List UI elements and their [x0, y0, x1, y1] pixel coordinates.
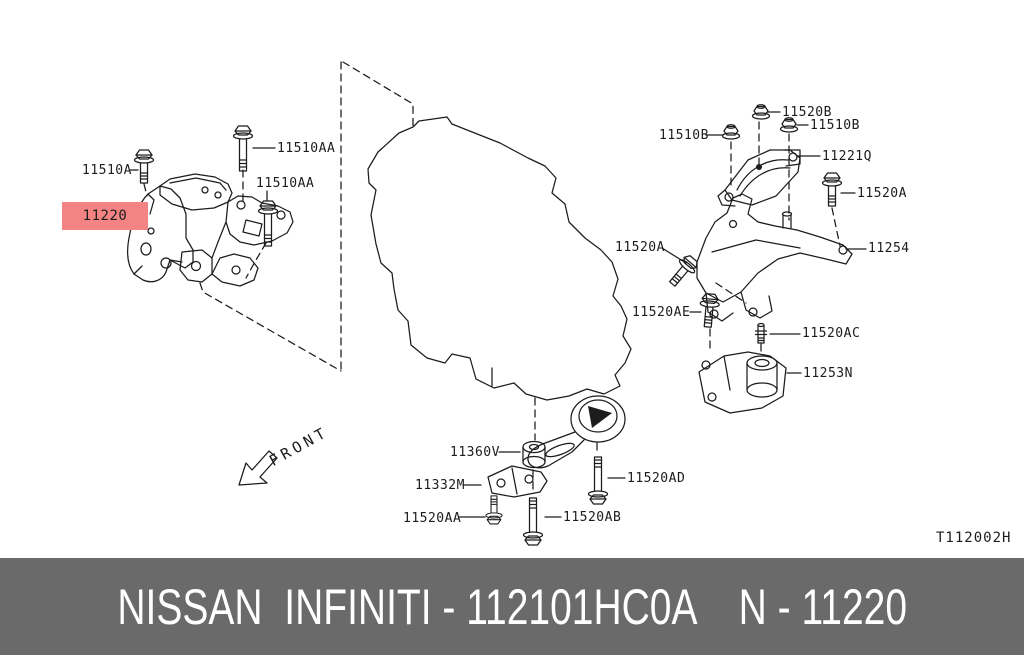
- bolt-11520a-right-art: [821, 172, 843, 207]
- bolt-11520aa-art: [485, 495, 503, 525]
- stud-11520ac-art: [754, 322, 768, 344]
- construction-dashed-lines: [143, 61, 841, 493]
- part-callout-11520ac[interactable]: 11520AC: [802, 326, 861, 341]
- part-callout-11520ae[interactable]: 11520AE: [632, 305, 691, 320]
- part-callout-11520aa[interactable]: 11520AA: [403, 511, 462, 526]
- nut-11510b-left-art: [721, 124, 741, 140]
- footer-bar: NISSAN INFINITI - 112101HC0A N - 11220: [0, 558, 1024, 655]
- engine-outline-art: [367, 116, 632, 401]
- part-callout-11332m[interactable]: 11332M: [415, 478, 465, 493]
- front-arrow-icon: [238, 450, 278, 486]
- part-callout-11520ab[interactable]: 11520AB: [563, 510, 622, 525]
- bolt-11520a-left-art: [664, 251, 702, 291]
- part-callout-11520a-right[interactable]: 11520A: [857, 186, 907, 201]
- part-callout-11221q[interactable]: 11221Q: [822, 149, 872, 164]
- part-callout-11510aa-mid[interactable]: 11510AA: [256, 176, 315, 191]
- part-callout-11360v[interactable]: 11360V: [450, 445, 500, 460]
- bolt-11520ab-art: [522, 497, 544, 546]
- part-callout-11510b-left[interactable]: 11510B: [659, 128, 709, 143]
- bracket-11332m-art: [487, 465, 548, 498]
- part-callout-11510aa-top[interactable]: 11510AA: [277, 141, 336, 156]
- part-callout-11254[interactable]: 11254: [868, 241, 910, 256]
- drawing-code: T112002H: [936, 530, 1012, 546]
- footer-part-text: NISSAN INFINITI - 112101HC0A N - 11220: [117, 578, 907, 635]
- bracket-11254-art: [696, 193, 853, 322]
- part-callout-11510b-right[interactable]: 11510B: [810, 118, 860, 133]
- bracket-11253n-art: [698, 351, 787, 414]
- part-callout-11520ad[interactable]: 11520AD: [627, 471, 686, 486]
- bolt-11510aa-top-art: [232, 125, 254, 172]
- part-callout-11520a-left[interactable]: 11520A: [615, 240, 665, 255]
- nut-11520b-art: [751, 104, 771, 120]
- part-callout-11520b[interactable]: 11520B: [782, 105, 832, 120]
- part-callout-11510a[interactable]: 11510A: [82, 163, 132, 178]
- bolt-11520ad-art: [587, 456, 609, 505]
- part-callout-11220-highlighted[interactable]: 11220: [62, 202, 148, 230]
- torque-rod-11360v-art: [522, 395, 626, 469]
- bracket-11221q-art: [717, 149, 801, 207]
- diagram-line-art: [119, 61, 867, 546]
- part-callout-11253n[interactable]: 11253N: [803, 366, 853, 381]
- bolt-11510a-art: [133, 149, 155, 184]
